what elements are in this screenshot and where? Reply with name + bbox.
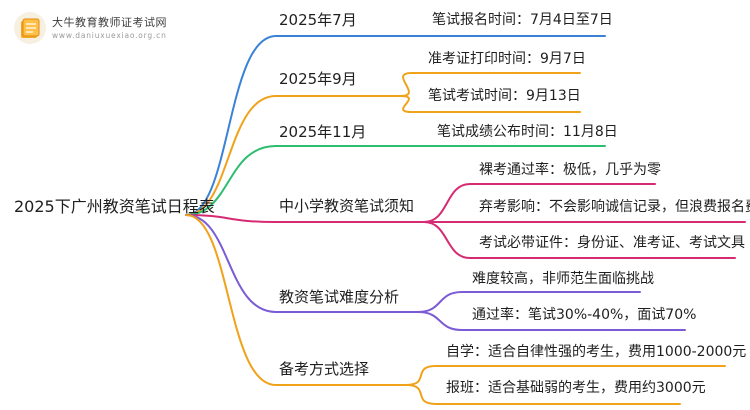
- leaf-registration-time: 笔试报名时间：7月4日至7日: [432, 12, 613, 28]
- leaf-tutoring-class: 报班：适合基础弱的考生，费用约3000元: [446, 380, 706, 396]
- leaf-score-release-time: 笔试成绩公布时间：11月8日: [437, 124, 618, 140]
- leaf-pass-rate-unprepared: 裸考通过率：极低，几乎为零: [479, 162, 661, 178]
- logo-title: 大牛教育教师证考试网: [52, 16, 167, 29]
- root-connector-2: [185, 145, 277, 216]
- branch-difficulty-analysis: 教资笔试难度分析: [279, 288, 400, 306]
- branch-2025-11: 2025年11月: [279, 123, 367, 141]
- leaf-pass-rate: 通过率：笔试30%-40%，面试70%: [472, 307, 697, 323]
- branch-2025-09: 2025年9月: [279, 70, 357, 88]
- root-connector-3: [185, 214, 277, 223]
- leaf-line-1-0: [399, 72, 581, 97]
- leaf-line-3-2: [423, 221, 736, 259]
- leaf-admission-ticket-time: 准考证打印时间：9月7日: [428, 51, 586, 67]
- root-connector-0: [185, 35, 277, 216]
- root-connector-5: [185, 214, 277, 386]
- leaf-line-5-0: [405, 365, 726, 386]
- leaf-line-3-0: [423, 183, 656, 223]
- branch-exam-notes: 中小学教资笔试须知: [279, 197, 415, 215]
- branch-prep-method: 备考方式选择: [279, 360, 370, 378]
- leaf-exam-time: 笔试考试时间：9月13日: [428, 88, 581, 104]
- book-logo-icon: [14, 12, 46, 44]
- leaf-line-4-1: [417, 311, 686, 331]
- leaf-line-5-1: [405, 384, 681, 405]
- leaf-difficulty: 难度较高，非师范生面临挑战: [472, 271, 654, 287]
- root-connector-4: [185, 214, 277, 313]
- logo-url: www.daniuxuexiao.org.cn: [52, 31, 167, 40]
- leaf-self-study: 自学：适合自律性强的考生，费用1000-2000元: [446, 344, 747, 360]
- leaf-required-documents: 考试必带证件：身份证、准考证、考试文具: [479, 235, 745, 251]
- leaf-line-4-0: [417, 291, 641, 313]
- root-connector-1: [185, 95, 277, 216]
- leaf-line-1-1: [399, 95, 581, 113]
- root-topic: 2025下广州教资笔试日程表: [14, 197, 215, 216]
- branch-2025-07: 2025年7月: [279, 11, 357, 29]
- leaf-absence-impact: 弃考影响：不会影响诚信记录，但浪费报名费: [479, 199, 750, 215]
